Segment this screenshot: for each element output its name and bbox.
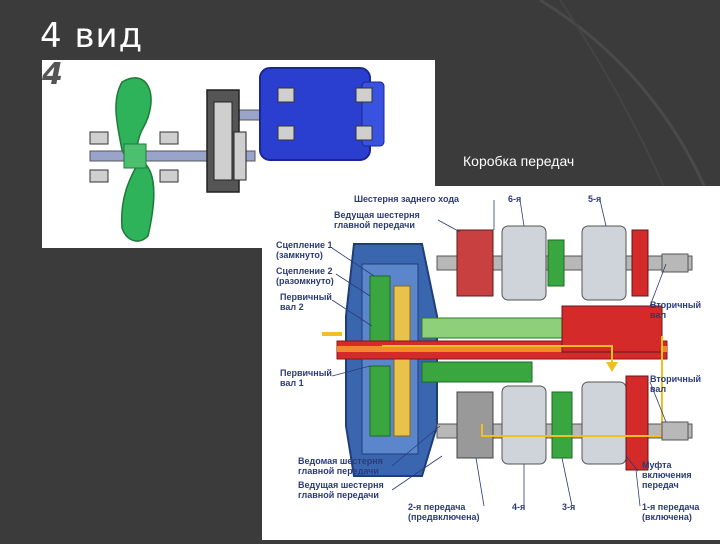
clutch-plates: [393, 285, 411, 437]
label-clutch1-1: Сцепление 1: [276, 240, 333, 250]
label-input-shaft1-1: Первичный: [280, 368, 332, 378]
label-drive-gear-bot-1: Ведущая шестерня: [298, 480, 384, 490]
gear-2: [456, 391, 494, 459]
final-drive-gear: [561, 305, 663, 353]
gear-wheel: [233, 131, 247, 181]
motor-body: [259, 67, 371, 161]
label-gear4: 4-я: [512, 502, 525, 512]
gear-wheel: [213, 101, 233, 181]
gear-3: [551, 391, 573, 459]
label-gear2-1: 2-я передача: [408, 502, 466, 512]
bearing-block: [89, 169, 109, 183]
label-sync-2: включения: [642, 470, 692, 480]
label-sync-1: Муфта: [642, 460, 673, 470]
gear-6: [501, 225, 547, 301]
label-clutch1-2: (замкнуто): [276, 250, 323, 260]
label-reverse-gear: Шестерня заднего хода: [354, 194, 460, 204]
label-clutch2-2: (разомкнуто): [276, 276, 334, 286]
input-shaft-inner: [337, 346, 667, 352]
label-input-shaft2-1: Первичный: [280, 292, 332, 302]
label-drive-gear-top-2: главной передачи: [334, 220, 415, 230]
reverse-gear: [456, 229, 494, 297]
gear-1: [625, 375, 649, 471]
label-drive-gear-bot-2: главной передачи: [298, 490, 379, 500]
leader-lines: [331, 199, 667, 507]
gearbox-drawing: Шестерня заднего хода 6-я 5-я Ведущая ше…: [276, 194, 701, 522]
fan-motor-drawing: [89, 67, 385, 242]
label-gear1-1: 1-я передача: [642, 502, 700, 512]
motor-mount: [277, 87, 295, 103]
label-output-shaft-top-2: вал: [650, 310, 666, 320]
fan-blade: [120, 159, 155, 242]
label-gear2-2: (предвключена): [408, 512, 480, 522]
power-flow-arrow: [481, 336, 663, 437]
label-output-shaft-bot-2: вал: [650, 384, 666, 394]
gearbox-diagram: Шестерня заднего хода 6-я 5-я Ведущая ше…: [262, 186, 720, 540]
clutch-plates: [369, 365, 391, 437]
label-sync-3: передач: [642, 480, 679, 490]
motor-mount: [355, 125, 373, 141]
output-stub-lower: [661, 421, 689, 441]
label-driven-gear-2: главной передачи: [298, 466, 379, 476]
label-input-shaft1-2: вал 1: [280, 378, 304, 388]
slide-title: 4 вид: [40, 16, 144, 56]
gear-5: [581, 225, 627, 301]
label-gear-6: 6-я: [508, 194, 521, 204]
motor-mount: [277, 125, 295, 141]
diagram-number: 4: [42, 57, 63, 92]
fan-hub: [123, 143, 147, 169]
gear-6-teeth: [547, 239, 565, 287]
bearing-block: [159, 131, 179, 145]
label-output-shaft-bot-1: Вторичный: [650, 374, 701, 384]
gear-1-sync: [581, 381, 627, 465]
gear-4: [501, 385, 547, 465]
input-shaft-outer: [421, 361, 533, 383]
gear-5-teeth: [631, 229, 649, 297]
label-gear-5: 5-я: [588, 194, 601, 204]
label-gear3: 3-я: [562, 502, 575, 512]
arrow-head: [606, 362, 618, 372]
label-input-shaft2-2: вал 2: [280, 302, 304, 312]
gearbox-caption: Коробка передач: [463, 153, 575, 169]
bearing-block: [89, 131, 109, 145]
input-shaft-outer: [421, 317, 573, 339]
output-stub-upper: [661, 253, 689, 273]
label-drive-gear-top-1: Ведущая шестерня: [334, 210, 420, 220]
label-clutch2-1: Сцепление 2: [276, 266, 333, 276]
power-flow-arrow: [382, 345, 613, 366]
label-output-shaft-top-1: Вторичный: [650, 300, 701, 310]
clutch-plates: [369, 275, 391, 347]
label-gear1-2: (включена): [642, 512, 692, 522]
motor-mount: [355, 87, 373, 103]
bearing-block: [159, 169, 179, 183]
drive-shaft: [89, 150, 256, 162]
label-driven-gear-1: Ведомая шестерня: [298, 456, 383, 466]
